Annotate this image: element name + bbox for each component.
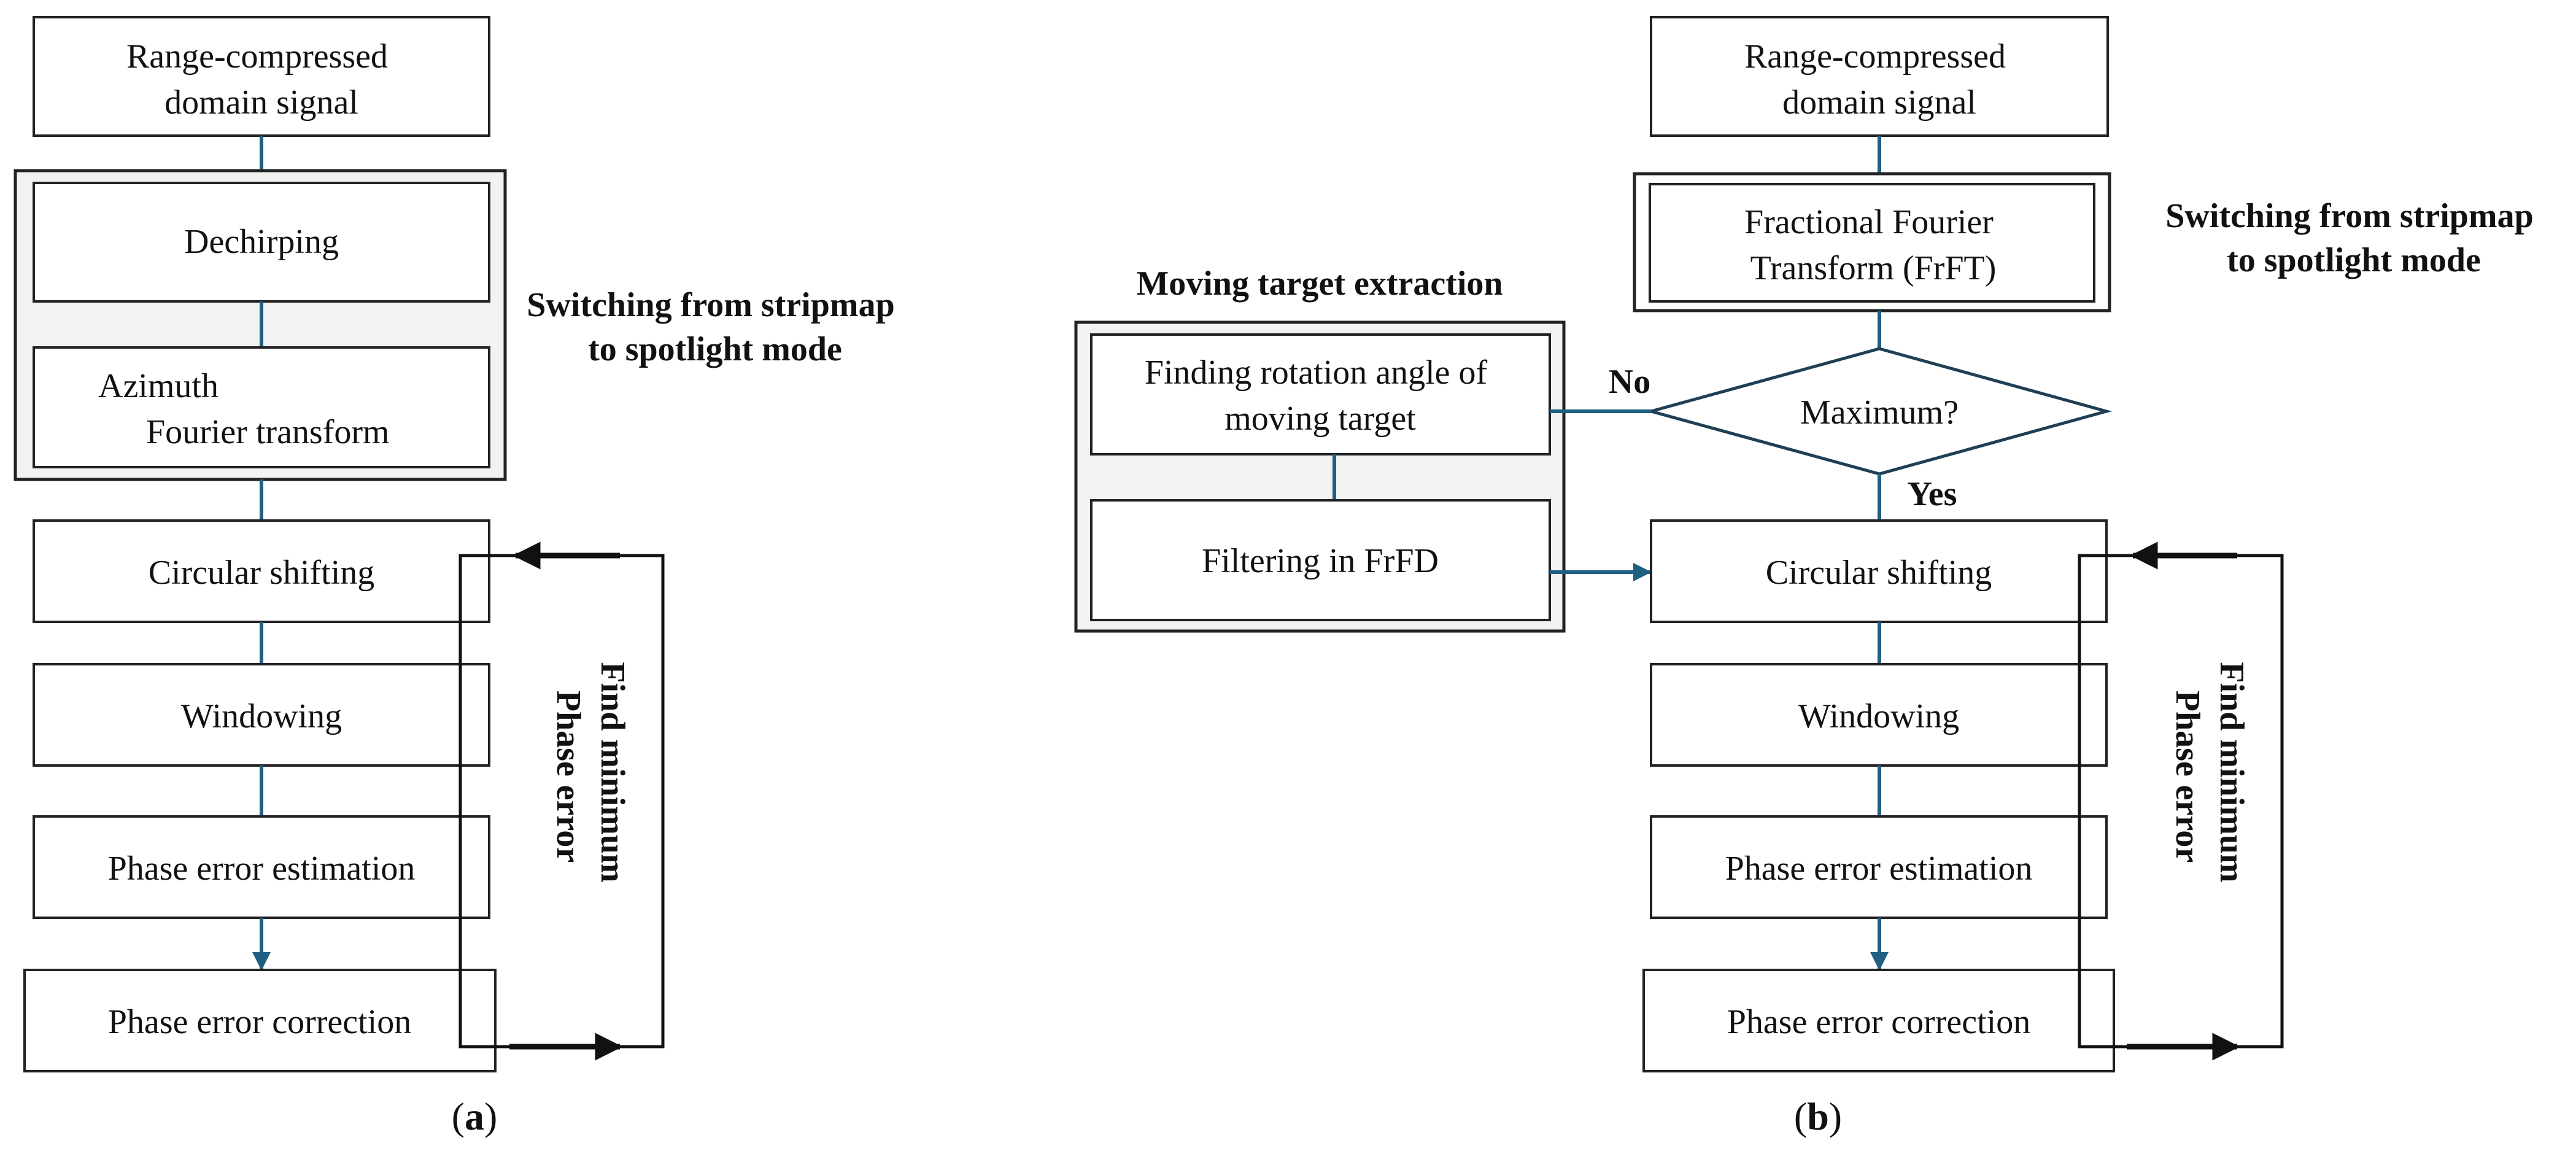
- switching-label-line2-a: to spotlight mode: [588, 330, 842, 368]
- windowing-label-b: Windowing: [1798, 697, 1959, 735]
- loop-label-line1-b: Find minimum: [2213, 662, 2251, 882]
- dechirping-box: [33, 182, 490, 303]
- yes-label: Yes: [1908, 475, 1957, 513]
- filtering-label: Filtering in FrFD: [1202, 542, 1439, 580]
- phase-error-correction-label-b: Phase error correction: [1727, 1003, 2030, 1041]
- azimuth-ft-box: [33, 346, 490, 468]
- frft-inner-box: [1649, 183, 2095, 303]
- svg-text:Range-compressed domain: Range-compressed domain signal: [1744, 37, 2014, 122]
- feedback-outer-line-a: [620, 554, 665, 1049]
- caption-b: (b): [1794, 1095, 1842, 1138]
- finding-rotation-line1: Finding rotation angle of: [1145, 354, 1488, 392]
- circular-shifting-label-a: Circular shifting: [149, 554, 375, 592]
- svg-text:Switching from stripmap: Switching from stripmap to spotlight mod…: [527, 286, 903, 368]
- no-label: No: [1609, 363, 1650, 401]
- windowing-box-a: [33, 663, 490, 767]
- windowing-label-a: Windowing: [181, 697, 342, 735]
- range-compressed-line1-a: Range-compressed: [126, 37, 388, 76]
- range-compressed-box-a: [33, 16, 490, 137]
- decision-label: Maximum?: [1800, 393, 1959, 432]
- switching-label-line2-b: to spotlight mode: [2227, 241, 2481, 279]
- range-compressed-line1-b: Range-compressed: [1744, 37, 2006, 76]
- caption-b-close: ): [1829, 1095, 1842, 1138]
- azimuth-ft-line1: Azimuth: [98, 367, 219, 405]
- range-compressed-box-b: [1650, 16, 2109, 137]
- loop-label-line2-a: Phase error: [549, 691, 587, 862]
- frft-line1: Fractional Fourier: [1744, 203, 1994, 241]
- caption-b-open: (: [1794, 1095, 1807, 1138]
- phase-error-correction-box-b: [1642, 969, 2115, 1072]
- svg-text:Azimuth Fourier transfor: Azimuth Fourier transform: [98, 367, 390, 451]
- range-compressed-line2-a: domain signal: [164, 83, 358, 122]
- finding-rotation-line2: moving target: [1224, 400, 1416, 438]
- loop-label-line2-b: Phase error: [2168, 691, 2207, 862]
- feedback-outer-line-b: [2237, 554, 2284, 1049]
- phase-error-estimation-box-a: [33, 815, 490, 919]
- svg-text:Range-compressed domain: Range-compressed domain signal: [126, 37, 396, 122]
- frft-line2: Transform (FrFT): [1750, 249, 1997, 287]
- circular-shifting-label-b: Circular shifting: [1766, 554, 1992, 592]
- caption-a: (a): [452, 1095, 498, 1138]
- caption-a-letter: a: [465, 1095, 484, 1138]
- moving-target-title: Moving target extraction: [1136, 265, 1503, 303]
- phase-error-estimation-label-b: Phase error estimation: [1725, 850, 2033, 888]
- phase-error-estimation-label-a: Phase error estimation: [108, 850, 416, 888]
- svg-text:Find minimum Phase error: Find minimum Phase error: [2168, 662, 2251, 891]
- svg-text:Switching from stripmap: Switching from stripmap to spotlight mod…: [2165, 197, 2542, 279]
- panel-b: Range-compressed domain signal Fractiona…: [1074, 16, 2542, 1138]
- panel-a: Range-compressed domain signal Dechirpin…: [14, 16, 903, 1138]
- finding-rotation-box: [1090, 333, 1551, 455]
- phase-error-correction-box-a: [23, 969, 497, 1072]
- dechirping-label: Dechirping: [184, 223, 339, 261]
- loop-label-line1-a: Find minimum: [594, 662, 632, 882]
- filtering-box: [1090, 499, 1551, 621]
- switching-label-line1-a: Switching from stripmap: [527, 286, 894, 324]
- svg-text:Fractional Fourier Trans: Fractional Fourier Transform (FrFT): [1744, 203, 2002, 287]
- range-compressed-line2-b: domain signal: [1782, 83, 1976, 122]
- circular-shifting-box-b: [1650, 519, 2108, 623]
- caption-a-open: (: [452, 1095, 465, 1138]
- switching-label-line1-b: Switching from stripmap: [2165, 197, 2533, 235]
- phase-error-correction-label-a: Phase error correction: [108, 1003, 411, 1041]
- svg-text:Find minimum Phase error: Find minimum Phase error: [549, 662, 632, 891]
- caption-a-close: ): [484, 1095, 497, 1138]
- svg-text:Finding rotation angle of: Finding rotation angle of moving target: [1145, 354, 1496, 438]
- caption-b-letter: b: [1807, 1095, 1829, 1138]
- windowing-box-b: [1650, 663, 2108, 767]
- azimuth-ft-line2: Fourier transform: [146, 413, 390, 451]
